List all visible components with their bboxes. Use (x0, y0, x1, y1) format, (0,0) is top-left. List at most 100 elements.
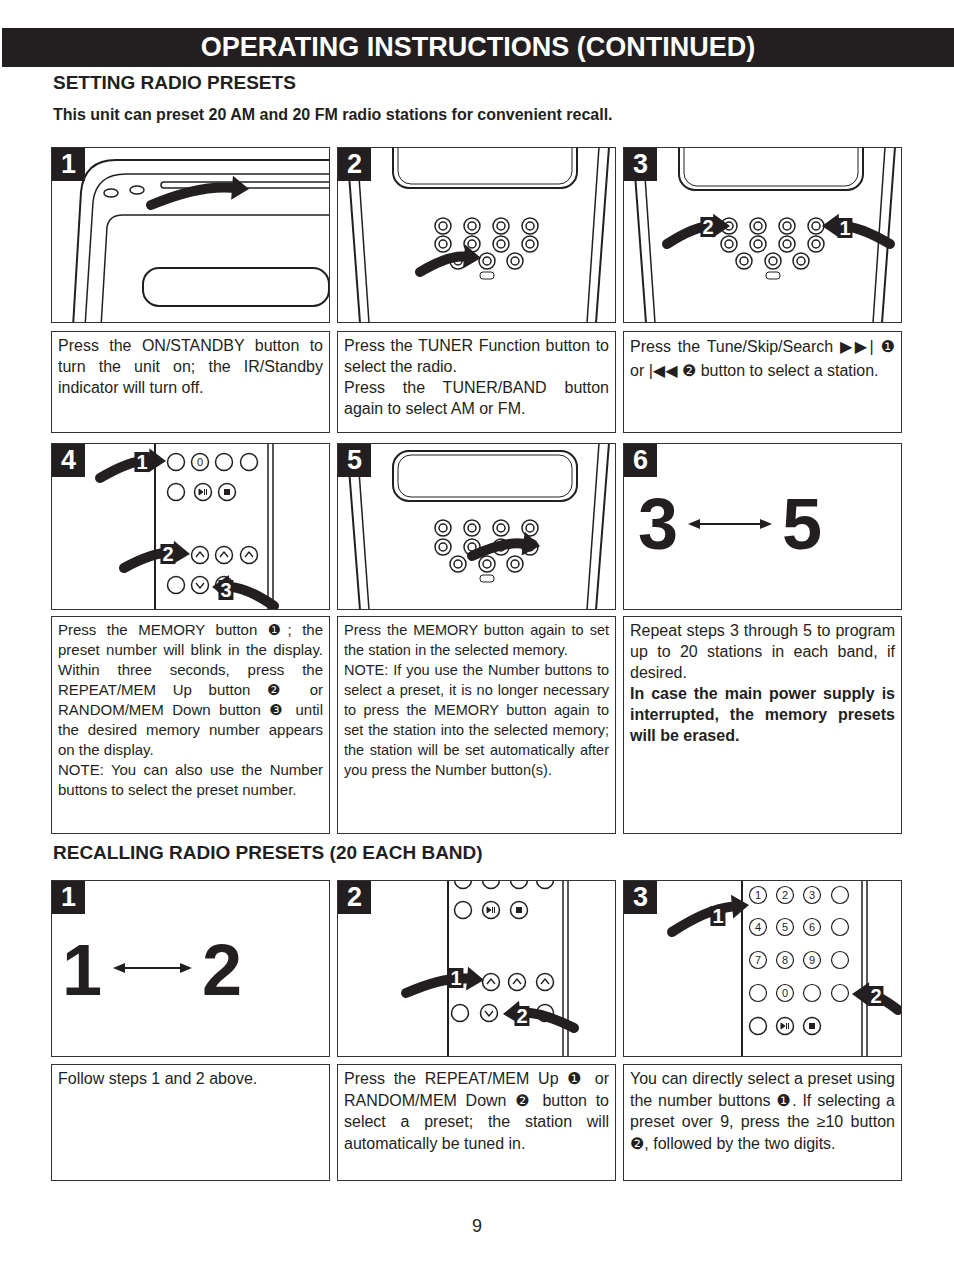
button-digit: 3 (809, 890, 815, 901)
button-digit: 5 (782, 922, 788, 933)
pointer-arrow (672, 907, 732, 932)
unit-button (435, 539, 451, 555)
step-illustration-panel: 1 (51, 147, 330, 323)
unit-button (435, 236, 451, 252)
pointer-arrow (420, 256, 464, 272)
down-symbol (485, 1011, 493, 1016)
unit-button (479, 253, 495, 269)
page-title-band: OPERATING INSTRUCTIONS (CONTINUED) (2, 28, 954, 67)
remote-button (192, 577, 209, 594)
arrow-head (688, 519, 700, 529)
remote-button (455, 880, 472, 889)
unit-button (793, 253, 809, 269)
remote-button (750, 1018, 767, 1035)
callout-number: 1 (837, 218, 852, 238)
remote-button (168, 454, 185, 471)
arrow-head (466, 967, 484, 991)
remote-button (777, 1018, 794, 1035)
unit-button (479, 556, 495, 572)
unit-button (464, 218, 480, 234)
play-symbol (781, 1023, 785, 1029)
display-window (679, 147, 863, 190)
intro-note: This unit can preset 20 AM and 20 FM rad… (53, 105, 613, 124)
big-step-number: 1 (62, 934, 102, 1006)
unit-button-center (797, 257, 805, 265)
unit-button-center (468, 222, 476, 230)
display-window (398, 455, 572, 497)
remote-button (804, 1018, 821, 1035)
remote-button (483, 974, 500, 991)
instruction-box: Press the ON/STANDBY button to turn the … (51, 331, 330, 433)
unit-button-center (439, 222, 447, 230)
double-arrow-line (121, 967, 184, 969)
arrow-head (463, 245, 481, 269)
step-number: 2 (338, 148, 371, 181)
remote-edge (862, 880, 867, 1057)
unit-button (721, 236, 737, 252)
instruction-text: Press the MEMORY button again to set the… (344, 620, 609, 660)
arrow-head (731, 895, 749, 919)
unit-button-center (783, 240, 791, 248)
unit-button (522, 218, 538, 234)
unit-button (750, 236, 766, 252)
arrow-head (852, 982, 869, 1006)
button-digit: 0 (782, 988, 788, 999)
display-window (393, 451, 577, 501)
unit-button-center (526, 240, 534, 248)
up-symbol (196, 552, 204, 557)
remote-button (452, 1005, 469, 1022)
remote-button (192, 547, 209, 564)
unit-button-center (497, 240, 505, 248)
stop-symbol (809, 1023, 815, 1029)
section-heading: RECALLING RADIO PRESETS (20 EACH BAND) (53, 842, 483, 864)
remote-button (537, 974, 554, 991)
unit-button (493, 520, 509, 536)
remote-button (168, 577, 185, 594)
instruction-text: NOTE: You can also use the Number button… (58, 760, 323, 800)
play-symbol (487, 907, 491, 913)
unit-button-center (812, 222, 820, 230)
ir-window (766, 272, 780, 279)
remote-button (219, 484, 236, 501)
remote-edge (268, 443, 273, 610)
arrow-head (113, 963, 125, 973)
unit-button-center (769, 257, 777, 265)
remote-button (192, 454, 209, 471)
instruction-text: Press the ON/STANDBY button to turn the … (58, 335, 323, 398)
remote-button (750, 887, 767, 904)
pointer-arrow (151, 187, 232, 205)
unit-button-center (511, 560, 519, 568)
unit-button (808, 236, 824, 252)
remote-button (832, 985, 849, 1002)
callout-number: 2 (700, 217, 715, 237)
remote-button (777, 952, 794, 969)
down-symbol (196, 583, 204, 588)
callout-number: 2 (160, 544, 175, 564)
remote-button (804, 919, 821, 936)
stop-symbol (224, 489, 230, 495)
remote-button (216, 454, 233, 471)
unit-button (522, 236, 538, 252)
step-number: 6 (624, 444, 657, 477)
instruction-box: Press the REPEAT/MEM Up ❶ or RANDOM/MEM … (337, 1064, 616, 1181)
remote-button (455, 902, 472, 919)
step-number: 1 (52, 148, 85, 181)
panel-art (347, 443, 609, 610)
instruction-text: Press the Tune/Skip/Search ▶▶| ❶ or |◀◀ … (630, 335, 895, 383)
remote-button (511, 902, 528, 919)
panel-art (73, 160, 330, 323)
step-illustration-panel: 3 (623, 147, 902, 323)
remote-button (216, 547, 233, 564)
instruction-box: Repeat steps 3 through 5 to program up t… (623, 616, 902, 834)
unit-outline (587, 443, 599, 610)
instruction-text: You can directly select a preset using t… (630, 1068, 895, 1154)
callout-number: 1 (448, 968, 463, 988)
stop-symbol (516, 907, 522, 913)
remote-button (777, 887, 794, 904)
instruction-text: Follow steps 1 and 2 above. (58, 1068, 323, 1090)
step-illustration-panel: 3 (623, 880, 902, 1057)
remote-button (168, 484, 185, 501)
section-heading: SETTING RADIO PRESETS (53, 72, 296, 94)
button-digit: 6 (809, 922, 815, 933)
unit-button-center (439, 240, 447, 248)
